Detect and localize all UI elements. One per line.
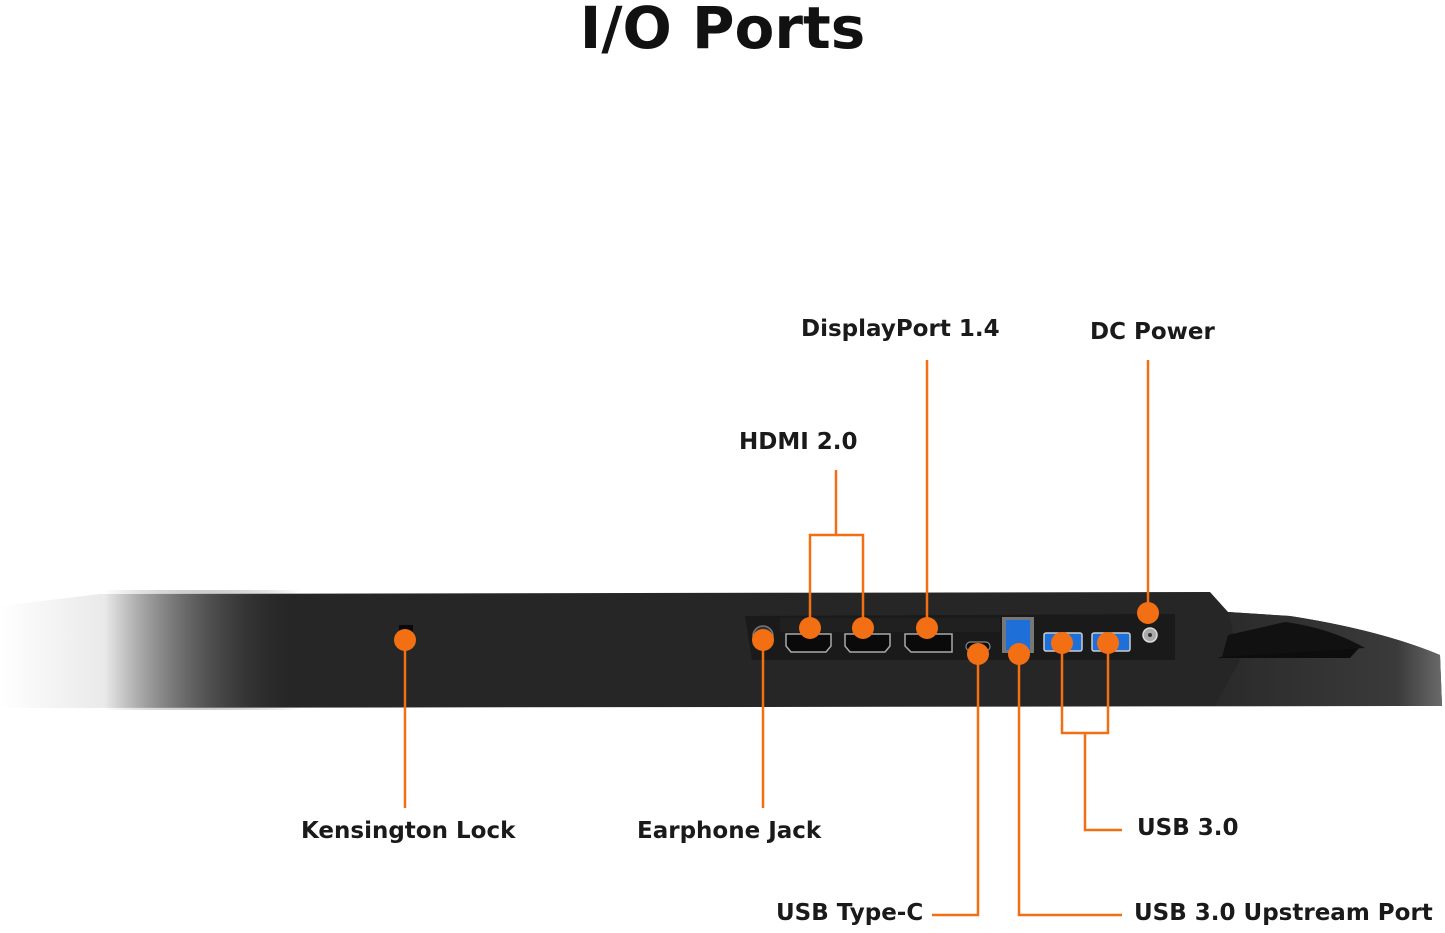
dot-kensington [394,629,416,651]
hdmi-port-2 [844,633,891,653]
label-kensington-lock: Kensington Lock [301,818,516,844]
dot-usb-upstream [1008,643,1030,665]
dc-power-port [1142,627,1158,643]
label-usb-3: USB 3.0 [1137,815,1239,841]
leader-usb-upstream [1017,654,1122,917]
monitor-body [0,590,1442,710]
dot-earphone [752,629,774,651]
label-hdmi: HDMI 2.0 [739,429,858,455]
label-displayport: DisplayPort 1.4 [801,316,1000,342]
dot-hdmi-1 [799,617,821,639]
dot-displayport [916,617,938,639]
dot-dc-power [1137,602,1159,624]
label-usb-type-c: USB Type-C [776,900,924,926]
label-dc-power: DC Power [1090,319,1215,345]
label-usb-upstream: USB 3.0 Upstream Port [1134,900,1433,926]
leader-usb-c [932,654,980,917]
page-title: I/O Ports [579,0,866,62]
dot-usb3-2 [1097,632,1119,654]
dot-hdmi-2 [852,617,874,639]
dot-usb3-1 [1051,632,1073,654]
label-earphone-jack: Earphone Jack [637,818,822,844]
leader-usb3 [1060,643,1122,832]
dot-usb-c [967,643,989,665]
hdmi-port-1 [785,633,832,653]
callout-dots [394,602,1159,665]
leader-lines [403,360,1150,917]
usb-upstream-port [1002,617,1034,653]
leader-hdmi [808,470,865,628]
displayport-port [904,633,953,653]
kensington-slot [399,625,413,633]
